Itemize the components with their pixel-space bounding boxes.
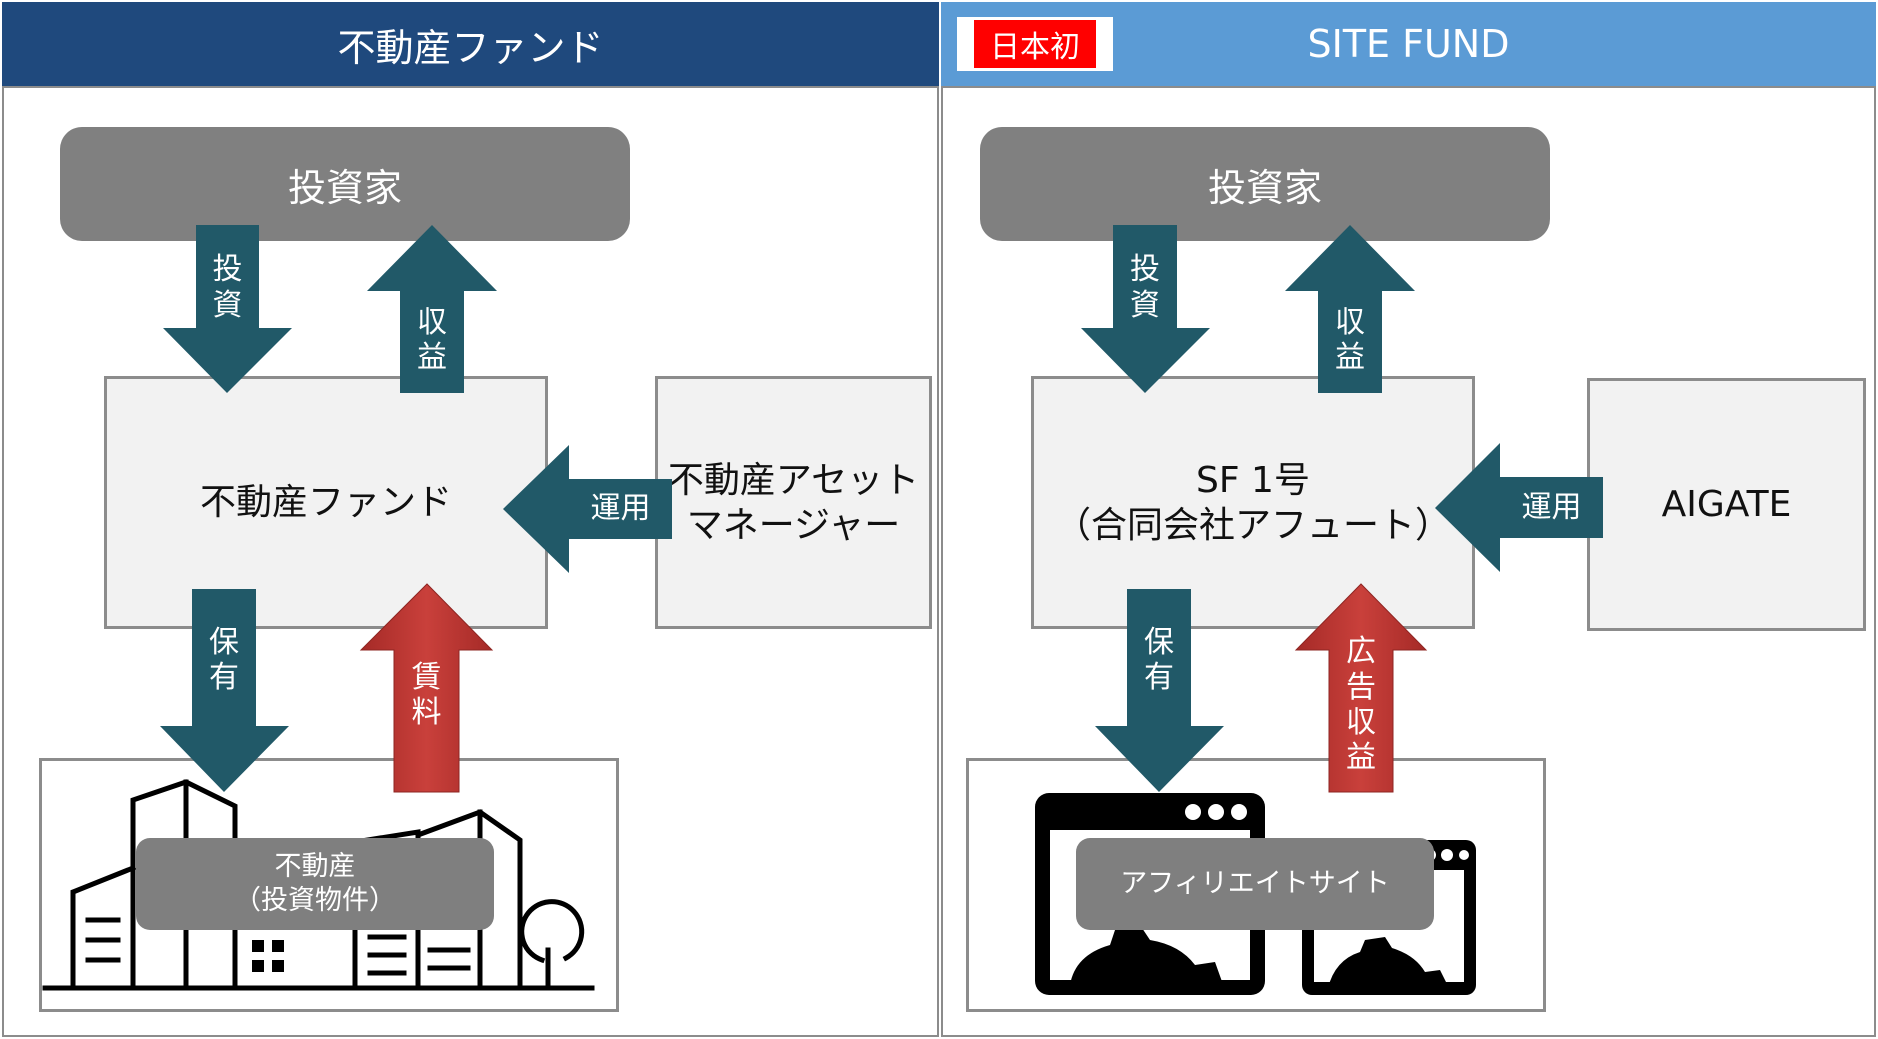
left-income-arrow xyxy=(359,583,494,793)
left-hold-arrow xyxy=(160,589,289,792)
right-fund-line2: （合同会社アフュート） xyxy=(1054,504,1451,546)
right-header-title: SITE FUND xyxy=(1307,22,1510,66)
left-invest-arrow xyxy=(163,225,292,393)
left-header: 不動産ファンド xyxy=(2,2,939,86)
right-investor-box: 投資家 xyxy=(980,127,1550,241)
right-asset-label-box: アフィリエイトサイト xyxy=(1076,838,1434,930)
left-manage-arrow xyxy=(503,445,672,573)
left-manager-line1: 不動産アセット xyxy=(667,459,920,501)
left-asset-label-box: 不動産 （投資物件） xyxy=(136,838,494,930)
left-fund-label: 不動産ファンド xyxy=(199,482,452,523)
right-asset-label: アフィリエイトサイト xyxy=(1120,868,1390,900)
left-investor-box: 投資家 xyxy=(60,127,630,241)
right-manage-arrow xyxy=(1435,443,1603,572)
right-return-arrow xyxy=(1285,225,1415,393)
right-investor-label: 投資家 xyxy=(1207,165,1322,210)
right-fund-box: SF 1号 （合同会社アフュート） xyxy=(1031,376,1475,629)
left-asset-line1: 不動産 xyxy=(274,851,356,883)
left-return-arrow xyxy=(367,225,497,393)
badge-label: 日本初 xyxy=(974,20,1096,68)
left-fund-box: 不動産ファンド xyxy=(104,376,548,629)
right-manager-label: AIGATE xyxy=(1661,484,1792,525)
left-asset-line2: （投資物件） xyxy=(234,885,396,916)
right-fund-line1: SF 1号 xyxy=(1196,459,1310,501)
left-header-title: 不動産ファンド xyxy=(337,25,604,70)
left-manager-line2: マネージャー xyxy=(686,504,901,546)
left-investor-label: 投資家 xyxy=(287,165,402,210)
right-invest-arrow xyxy=(1081,225,1210,393)
right-hold-arrow xyxy=(1095,589,1224,792)
right-manager-box: AIGATE xyxy=(1587,378,1866,631)
right-income-arrow xyxy=(1294,583,1428,793)
japan-first-badge: 日本初 xyxy=(957,17,1113,71)
left-manager-box: 不動産アセット マネージャー xyxy=(655,376,932,629)
